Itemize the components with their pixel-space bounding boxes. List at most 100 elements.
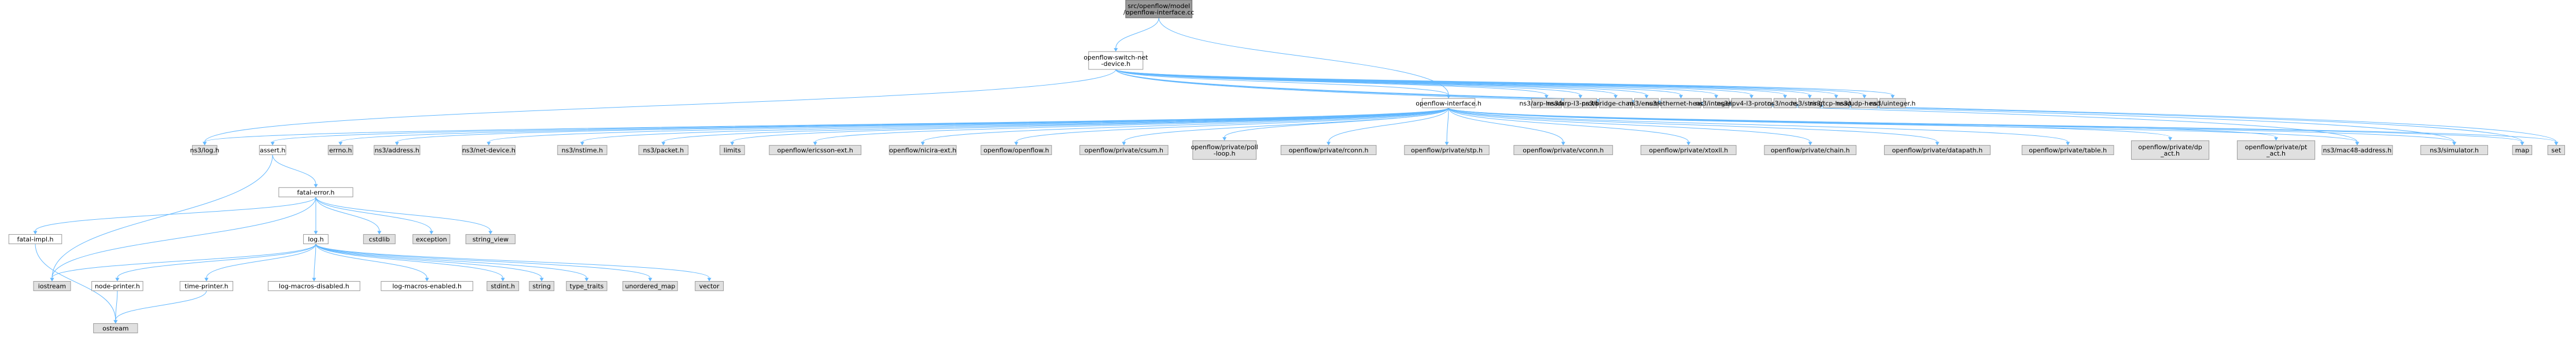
node-label-node: ns3/node.h — [1767, 99, 1803, 107]
edge-arrowhead-logh-to-logdis — [312, 278, 316, 282]
node-label-poll: openflow/private/poll — [1191, 143, 1258, 151]
node-fatalimpl[interactable]: fatal-impl.h — [8, 234, 62, 245]
edge-ofif-to-simulator — [1448, 108, 2455, 142]
node-label-logh: log.h — [308, 236, 323, 243]
edge-arrowhead-assert-to-fatalerr — [314, 184, 318, 188]
edge-arrowhead-ofif-to-rconn — [1326, 142, 1331, 146]
node-label-fatalimpl: fatal-impl.h — [17, 236, 54, 243]
edge-arrowhead-root-to-switchdev — [1114, 48, 1118, 52]
node-box-exception — [412, 234, 451, 245]
node-box-ostream — [93, 323, 138, 334]
node-switchdev[interactable]: openflow-switch-net-device.h — [1084, 51, 1148, 70]
node-box-vector — [695, 280, 724, 291]
edge-ofif-to-assert — [272, 108, 1449, 142]
edge-arrowhead-fatalerr-to-fatalimpl — [33, 231, 38, 235]
node-enum: ns3/enum.h — [1628, 98, 1665, 108]
node-nicira: openflow/nicira-ext.h — [889, 145, 957, 156]
node-limits: limits — [719, 145, 745, 156]
edge-logh-to-logen — [315, 243, 428, 278]
node-box-datapath — [1884, 145, 1991, 156]
edge-assert-to-fatalerr — [272, 154, 316, 184]
edge-switchdev-to-ofif — [1115, 69, 1449, 95]
node-box-nstime — [557, 145, 607, 156]
node-box-switchdev — [1088, 51, 1144, 70]
node-box-netdev — [462, 145, 516, 156]
node-map: map — [2512, 145, 2533, 156]
edge-logh-to-unorderedmap — [315, 243, 651, 278]
node-box-ethhdr — [1660, 98, 1701, 108]
node-box-mac48 — [2321, 145, 2393, 156]
node-box-vconn — [1513, 145, 1613, 156]
node-uinteger: ns3/uinteger.h — [1870, 98, 1915, 108]
edges — [33, 17, 2559, 324]
edge-arrowhead-switchdev-to-ipv4l3 — [1749, 95, 1754, 99]
edge-arrowhead-logh-to-vector — [707, 278, 712, 282]
edge-fatalerr-to-iostream — [51, 197, 316, 278]
edge-arrowhead-ofif-to-simulator — [2452, 142, 2457, 146]
node-box-fatalimpl — [8, 234, 62, 245]
edge-logh-to-iostream — [51, 243, 316, 278]
node-label-map: map — [2515, 146, 2529, 154]
edge-arrowhead-switchdev-to-tcphdr — [1834, 95, 1838, 99]
edge-arrowhead-switchdev-to-bridge — [1613, 95, 1618, 99]
node-vconn: openflow/private/vconn.h — [1513, 145, 1613, 156]
node-node: ns3/node.h — [1767, 98, 1803, 108]
node-box-cstdlib — [363, 234, 396, 245]
node-box-chain — [1764, 145, 1857, 156]
node-nodeprinter[interactable]: node-printer.h — [91, 280, 143, 291]
node-label-fatalerr: fatal-error.h — [297, 189, 335, 196]
node-label-set: set — [2551, 146, 2561, 154]
edge-arrowhead-logh-to-logen — [425, 278, 429, 282]
edge-arrowhead-ofif-to-vconn — [1561, 142, 1565, 146]
node-dpact: openflow/private/dp_act.h — [2131, 140, 2210, 160]
edge-ofif-to-nicira — [922, 108, 1449, 142]
edge-switchdev-to-ipv4l3 — [1115, 69, 1752, 95]
edge-ofif-to-netdev — [488, 108, 1449, 142]
node-label-enum: ns3/enum.h — [1628, 99, 1665, 107]
node-label-switchdev: -device.h — [1101, 60, 1131, 68]
edge-ofif-to-limits — [732, 108, 1449, 142]
node-timeprinter[interactable]: time-printer.h — [179, 280, 234, 291]
node-label-string3: ns3/string.h — [1791, 99, 1829, 107]
node-logh[interactable]: log.h — [303, 234, 329, 245]
node-label-log3: ns3/log.h — [190, 146, 219, 154]
edge-arrowhead-ofif-to-table — [2066, 142, 2070, 146]
node-label-netdev: ns3/net-device.h — [462, 146, 515, 154]
edge-arrowhead-ofif-to-netdev — [487, 142, 491, 146]
edge-ofif-to-table — [1448, 108, 2069, 142]
node-fatalerr[interactable]: fatal-error.h — [278, 187, 353, 198]
edge-arrowhead-ofif-to-nstime — [580, 142, 584, 146]
node-chain: openflow/private/chain.h — [1764, 145, 1857, 156]
node-label-simulator: ns3/simulator.h — [2430, 146, 2479, 154]
edge-arrowhead-ofif-to-stp — [1444, 142, 1449, 146]
node-assert[interactable]: assert.h — [259, 145, 286, 156]
edge-arrowhead-logh-to-iostream — [50, 278, 54, 282]
node-arphdr: ns3/arp-header.h — [1519, 98, 1573, 108]
node-box-rconn — [1280, 145, 1377, 156]
edge-ofif-to-nstime — [582, 108, 1449, 142]
nodes: src/openflow/model/openflow-interface.cc… — [8, 0, 2565, 334]
edge-arrowhead-ofif-to-dpact — [2168, 137, 2172, 141]
node-box-poll — [1192, 140, 1257, 160]
node-box-openflow — [981, 145, 1052, 156]
node-label-stp: openflow/private/stp.h — [1411, 146, 1483, 154]
node-box-table — [2021, 145, 2114, 156]
node-root: src/openflow/model/openflow-interface.cc — [1123, 0, 1194, 19]
node-logdis[interactable]: log-macros-disabled.h — [268, 280, 360, 291]
edge-ofif-to-xtoxll — [1448, 108, 1689, 142]
node-logen[interactable]: log-macros-enabled.h — [381, 280, 473, 291]
edge-arrowhead-switchdev-to-string3 — [1807, 95, 1812, 99]
edge-arrowhead-switchdev-to-enum — [1644, 95, 1649, 99]
edge-arrowhead-ofif-to-datapath — [1935, 142, 1940, 146]
node-label-ericsson: openflow/ericsson-ext.h — [777, 146, 853, 154]
node-errno: errno.h — [327, 145, 353, 156]
edge-arrowhead-switchdev-to-arpl3 — [1578, 95, 1583, 99]
node-ofif[interactable]: openflow-interface.h — [1416, 98, 1482, 108]
node-box-csum — [1079, 145, 1169, 156]
node-label-logdis: log-macros-disabled.h — [279, 283, 349, 290]
edge-timeprinter-to-ostream — [115, 290, 207, 320]
edge-logh-to-typetraits — [315, 243, 587, 278]
node-box-packet — [638, 145, 688, 156]
node-label-nicira: openflow/nicira-ext.h — [889, 146, 956, 154]
node-box-logh — [303, 234, 329, 245]
